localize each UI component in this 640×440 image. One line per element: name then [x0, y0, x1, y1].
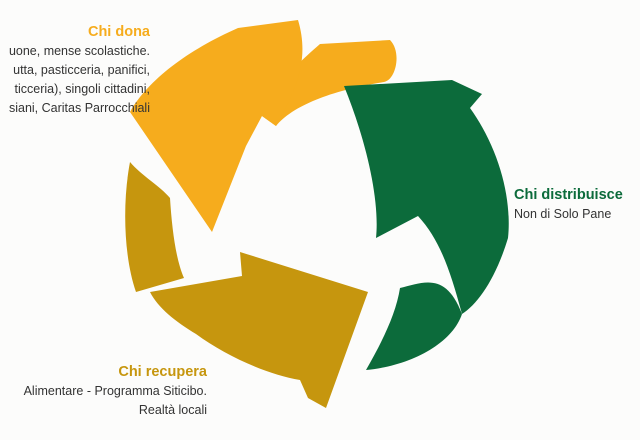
recoverer-line: Realtà locali: [138, 403, 207, 417]
donor-title: Chi dona: [87, 24, 150, 40]
recoverer-line: Alimentare - Programma Siticibo.: [23, 384, 207, 398]
distributor-line: Non di Solo Pane: [514, 207, 612, 221]
recoverer-arrow-head: [150, 252, 368, 408]
donor-line: siani, Caritas Parrocchiali: [8, 101, 150, 115]
distributor-block: Chi distribuisce Non di Solo Pane: [514, 185, 623, 224]
donor-arrow: [130, 20, 397, 232]
donor-arrow-head: [130, 20, 303, 232]
recoverer-block: Chi recupera Alimentare - Programma Siti…: [24, 362, 207, 420]
distributor-arrow: [344, 80, 509, 370]
recoverer-arrow-body: [125, 162, 184, 292]
distributor-arrow-head: [344, 80, 509, 314]
donor-line: utta, pasticceria, panifici,: [13, 63, 150, 77]
distributor-title: Chi distribuisce: [514, 187, 623, 203]
donor-block: Chi dona uone, mense scolastiche. utta, …: [9, 22, 150, 118]
donor-line: ticceria), singoli cittadini,: [14, 82, 150, 96]
distributor-arrow-body: [366, 282, 462, 370]
recoverer-title: Chi recupera: [118, 364, 207, 380]
donor-arrow-body: [262, 40, 397, 126]
donor-line: uone, mense scolastiche.: [8, 44, 150, 58]
recoverer-arrow: [125, 162, 368, 408]
